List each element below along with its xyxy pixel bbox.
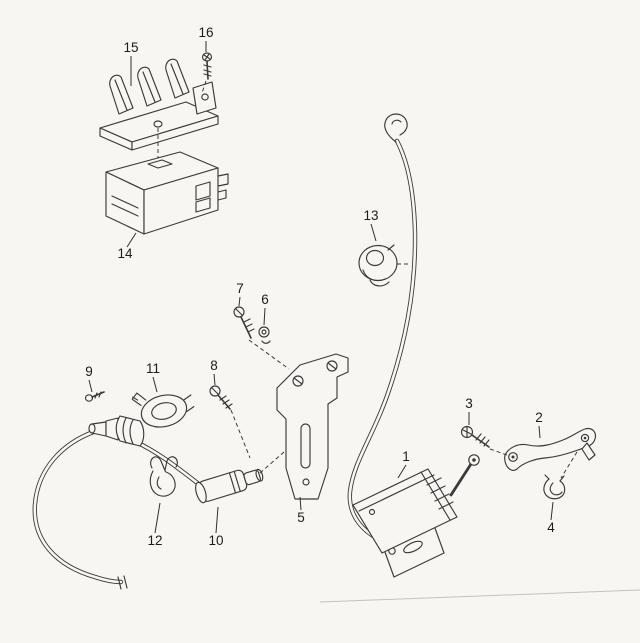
part-12-clip <box>149 456 178 497</box>
callout-16: 16 <box>198 25 213 40</box>
leader-2 <box>538 425 541 439</box>
actuator-body <box>352 468 458 554</box>
leader-13 <box>370 223 377 242</box>
part-13-grommet <box>358 244 398 287</box>
part-10-cable-end <box>195 468 264 504</box>
leader-7 <box>238 296 241 307</box>
callout-8: 8 <box>210 358 218 373</box>
leader-14 <box>126 232 137 248</box>
scan-artifact-line <box>319 589 640 603</box>
callout-6: 6 <box>261 292 269 307</box>
leader-5 <box>299 496 302 511</box>
part-11-clamp <box>131 392 195 428</box>
bowden-cable <box>32 113 418 590</box>
actuator-rod <box>449 462 473 497</box>
leader-12 <box>154 502 161 534</box>
part-5-bracket <box>276 353 349 500</box>
callout-12: 12 <box>147 533 162 548</box>
side-tab <box>192 81 217 115</box>
part-8-screw <box>209 385 233 410</box>
callout-3: 3 <box>465 396 473 411</box>
callout-13: 13 <box>363 208 378 223</box>
lever-tab <box>581 442 596 461</box>
callout-10: 10 <box>208 533 223 548</box>
part-2-lever <box>504 427 597 471</box>
part-4-clip <box>543 474 566 500</box>
callout-5: 5 <box>297 510 305 525</box>
leader-10 <box>215 506 219 534</box>
bracket-slot <box>300 423 311 469</box>
part-3-screw <box>460 425 490 448</box>
part-6-washer <box>258 326 271 344</box>
leader-9 <box>88 379 93 393</box>
cable-end-cap <box>117 575 128 590</box>
clamp-lug <box>131 392 147 406</box>
callout-14: 14 <box>117 246 133 261</box>
leader-8 <box>213 373 216 386</box>
leader-6 <box>263 307 266 326</box>
callout-1: 1 <box>402 449 410 464</box>
part-7-screw <box>233 306 255 339</box>
leader-4 <box>550 501 554 521</box>
callout-9: 9 <box>85 364 93 379</box>
callout-15: 15 <box>123 40 138 55</box>
part-9-pin <box>84 391 105 402</box>
callout-2: 2 <box>535 410 543 425</box>
part-15-contact-plate <box>99 58 219 151</box>
callout-7: 7 <box>236 281 244 296</box>
assembly-dashed-lines <box>157 80 578 479</box>
part-16-screw <box>201 52 213 80</box>
leader-1 <box>397 464 407 479</box>
cable-boot <box>88 415 145 447</box>
leader-11 <box>152 376 158 393</box>
callout-11: 11 <box>146 361 160 376</box>
callout-4: 4 <box>547 520 555 535</box>
part-1-actuator <box>352 454 480 578</box>
part-14-relay <box>105 151 229 235</box>
cable-hook <box>384 113 408 143</box>
callouts: 1 2 3 4 5 6 7 8 9 10 11 12 13 14 15 16 <box>85 25 555 548</box>
